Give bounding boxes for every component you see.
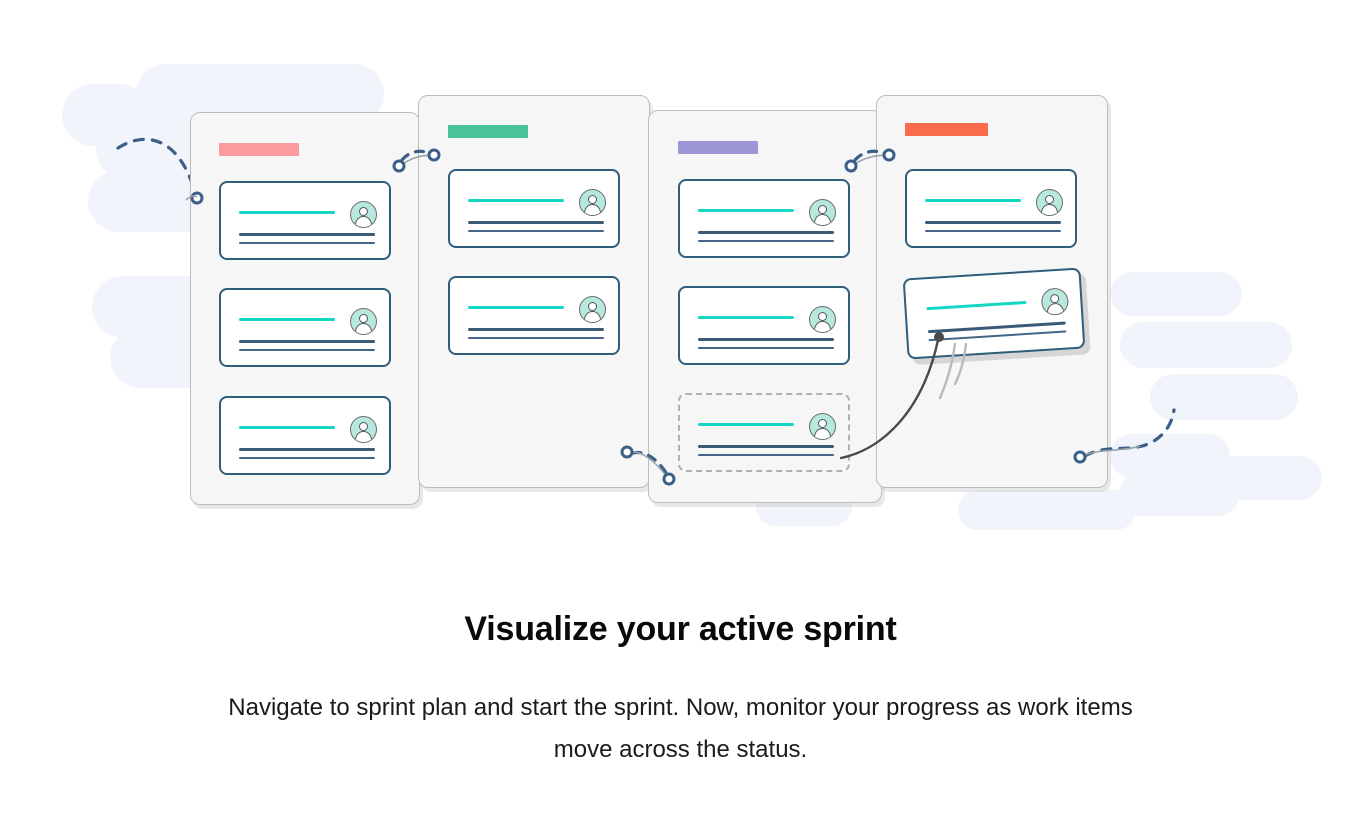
caption-title: Visualize your active sprint [464, 610, 897, 648]
column-header-swatch-1 [219, 143, 299, 156]
caption-subtitle: Navigate to sprint plan and start the sp… [228, 694, 1133, 763]
user-avatar-icon [350, 308, 377, 335]
card-body-line [698, 445, 834, 448]
card-title-line [468, 306, 564, 309]
card-body-line [468, 328, 604, 331]
user-avatar-icon [579, 189, 606, 216]
card-title-line [239, 318, 335, 321]
card-body-line [925, 230, 1061, 232]
user-avatar-icon [809, 306, 836, 333]
card-body-line [698, 347, 834, 349]
user-avatar-icon [350, 416, 377, 443]
column-header-swatch-3 [678, 141, 758, 154]
card-body-line [239, 242, 375, 244]
user-avatar-icon [809, 199, 836, 226]
card-body-line [698, 231, 834, 234]
card-title-line [468, 199, 564, 202]
user-avatar-icon [1036, 189, 1063, 216]
board-card-drop-placeholder[interactable] [678, 393, 850, 472]
card-title-line [925, 199, 1021, 202]
card-body-line [698, 338, 834, 341]
card-body-line [468, 221, 604, 224]
board-card[interactable] [219, 396, 391, 475]
board-card[interactable] [905, 169, 1077, 248]
user-avatar-icon [579, 296, 606, 323]
card-title-line [698, 423, 794, 426]
card-body-line [928, 330, 1067, 342]
user-avatar-icon [350, 201, 377, 228]
column-header-swatch-2 [448, 125, 528, 138]
board-column-1[interactable] [190, 112, 420, 505]
caption-block: Visualize your active sprint Navigate to… [0, 610, 1361, 771]
card-body-line [239, 340, 375, 343]
board-column-3[interactable] [648, 110, 882, 503]
card-body-line [468, 230, 604, 232]
user-avatar-icon [1040, 287, 1070, 316]
column-header-swatch-4 [905, 123, 988, 136]
card-body-line [239, 233, 375, 236]
card-title-line [926, 300, 1027, 311]
card-body-line [698, 240, 834, 242]
board-column-4[interactable] [876, 95, 1108, 488]
board-card[interactable] [219, 181, 391, 260]
card-body-line [698, 454, 834, 456]
board-card[interactable] [678, 286, 850, 365]
card-body-line [239, 349, 375, 351]
board-card[interactable] [448, 276, 620, 355]
card-body-line [468, 337, 604, 339]
card-title-line [239, 426, 335, 429]
card-body-line [239, 448, 375, 451]
card-title-line [698, 209, 794, 212]
user-avatar-icon [809, 413, 836, 440]
board-column-2[interactable] [418, 95, 650, 488]
board-card[interactable] [678, 179, 850, 258]
board-card-dragging[interactable] [902, 267, 1086, 360]
card-title-line [239, 211, 335, 214]
board-card[interactable] [219, 288, 391, 367]
board-card[interactable] [448, 169, 620, 248]
card-body-line [239, 457, 375, 459]
card-title-line [698, 316, 794, 319]
card-body-line [925, 221, 1061, 224]
